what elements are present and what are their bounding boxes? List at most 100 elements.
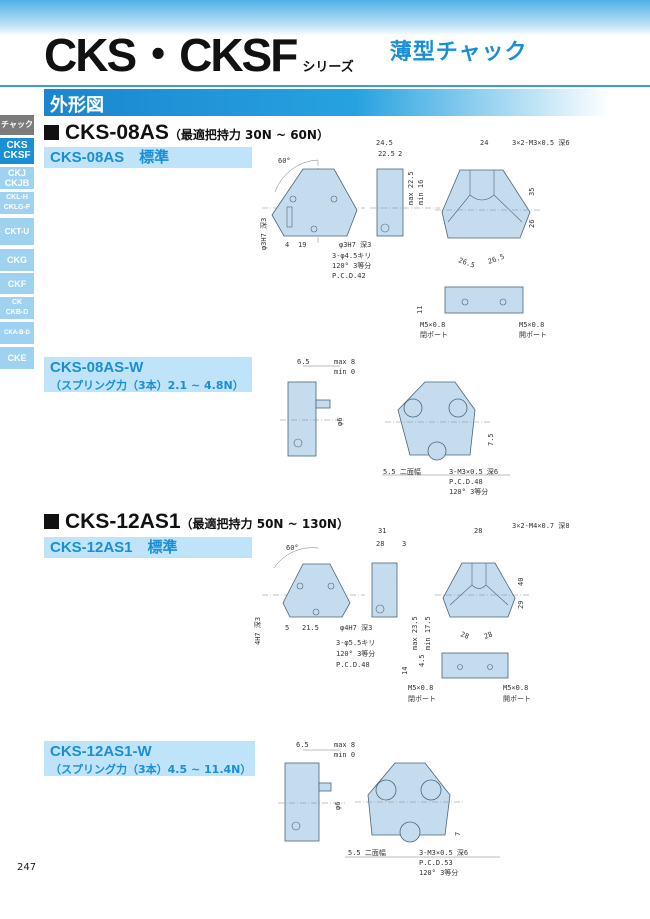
sidebar-item-label: CKT-U	[4, 226, 30, 236]
square-bullet-icon	[44, 125, 59, 140]
jaw-stub	[315, 399, 331, 409]
model-name: CKS-08AS	[65, 121, 169, 144]
dimension-label: 26.5	[457, 256, 476, 269]
mounting-hole	[312, 608, 320, 616]
variant-label: CKS-08AS 標準	[50, 149, 170, 166]
dimension-label: P.C.D.48	[449, 478, 483, 486]
dimension-label: φ4H7 深3	[340, 623, 372, 632]
spring-cap	[403, 398, 423, 418]
dimension-label: 28	[459, 630, 470, 640]
port-circle	[461, 298, 469, 306]
sidebar-item-ckf[interactable]: CKF	[0, 273, 34, 294]
sidebar-item-label: CKF	[7, 278, 27, 289]
sidebar-item-label: CKJ	[7, 168, 26, 178]
bottom-view-body	[441, 652, 509, 679]
sidebar-item-ckg[interactable]: CKG	[0, 249, 34, 271]
drawing-cks-12as1-w: 6.5 max 8 min 0 φ6 5.5 二面幅 3-M3×0.5 深6 P…	[278, 741, 500, 877]
spring-cap	[399, 821, 421, 843]
sidebar-item-cke[interactable]: CKE	[0, 347, 34, 369]
variant-note: （スプリング力（3本）2.1 ~ 4.8N）	[50, 379, 244, 392]
dimension-label: P.C.D.53	[419, 859, 453, 867]
dimension-label: 閉ポート	[420, 331, 448, 339]
dimension-label: 60°	[286, 544, 299, 552]
spring-cap	[420, 779, 442, 801]
top-view-body	[441, 169, 531, 239]
sidebar-item-chuck[interactable]: チャック	[0, 115, 34, 135]
front-view-plate	[271, 168, 358, 237]
spring-cap	[427, 441, 447, 461]
section-header: 外形図	[44, 89, 610, 116]
dimension-label: max 8	[334, 741, 355, 749]
dimension-label: 閉ポート	[408, 695, 436, 703]
dimension-label: 2	[398, 150, 402, 158]
dimension-label: 3-φ4.5キリ	[332, 252, 371, 260]
drawing-cks-08as: 24.5 22.5 2 60° φ3H7 深3 4 19 φ3H7 深3 3-φ…	[259, 138, 570, 339]
angle-arc	[274, 159, 319, 193]
jaw-grooves	[447, 170, 523, 223]
dimension-label: 開ポート	[503, 695, 531, 703]
dimension-label: 24	[480, 139, 488, 147]
variant-bar: CKS-08AS-W（スプリング力（3本）2.1 ~ 4.8N）	[44, 357, 252, 392]
pin-hole	[286, 206, 293, 228]
dimension-label: 60°	[278, 157, 291, 165]
model-name: CKS-12AS1	[65, 510, 181, 533]
sidebar-item-label: CKLG-F	[3, 204, 31, 211]
spring-cap	[448, 398, 468, 418]
dimension-label: 120° 3等分	[332, 261, 371, 270]
drawing-cks-08as-w: 6.5 max 8 min 0 φ6 7.5 5.5 二面幅 3-M3×0.5 …	[280, 358, 510, 496]
sidebar-item-label: CKE	[7, 353, 27, 363]
dimension-label: 5.5 二面幅	[348, 848, 386, 857]
variant-note: （スプリング力（3本）4.5 ~ 11.4N）	[50, 763, 252, 776]
port-circle	[457, 664, 463, 670]
dimension-label: 3	[402, 540, 406, 548]
sidebar-item-label: CKL-H	[6, 194, 28, 201]
sidebar-item-ckt[interactable]: CKT-U	[0, 218, 34, 245]
drawing-cks-12as1: 60° 5 21.5 φ4H7 深3 3-φ5.5キリ 120° 3等分 P.C…	[253, 521, 570, 703]
dimension-label: 3-M3×0.5 深6	[419, 848, 468, 857]
dimension-label: min 0	[334, 751, 355, 759]
dimension-label: 3-φ5.5キリ	[336, 639, 375, 647]
port-circle	[293, 438, 303, 448]
header-band	[0, 0, 650, 36]
sidebar-item-label: CKJB	[4, 178, 30, 188]
bottom-view-body	[444, 286, 524, 314]
mounting-hole	[289, 195, 297, 203]
sidebar-item-label: CKA-B-D	[4, 330, 30, 336]
dimension-label: P.C.D.42	[332, 272, 366, 280]
dimension-label: 28	[376, 540, 384, 548]
page-title: CKS・CKSF	[44, 29, 298, 81]
port-circle	[487, 664, 493, 670]
angle-arc	[273, 547, 319, 569]
sidebar-item-label: CKSF	[3, 150, 31, 161]
dimension-label: 7.5	[487, 433, 495, 446]
dimension-label: max 8	[334, 358, 355, 366]
dimension-label: 21.5	[302, 624, 319, 632]
dimension-label: 6.5	[296, 741, 309, 749]
variant-bar: CKS-08AS 標準	[44, 147, 252, 168]
sidebar-item-ckl[interactable]: CKL-H CKLG-F	[0, 192, 34, 214]
page-subtitle: 薄型チャック	[389, 40, 528, 65]
dimension-label: 40	[517, 578, 525, 586]
jaw-grooves	[449, 563, 509, 606]
dimension-label: 4	[285, 241, 289, 249]
sidebar-item-cka[interactable]: CKA-B-D	[0, 322, 34, 344]
sidebar-item-label: CKS	[6, 140, 28, 151]
dimension-label: 3×2-M3×0.5 深6	[512, 138, 570, 147]
dimension-label: 26.5	[487, 253, 506, 266]
series-label: シリーズ	[302, 60, 354, 75]
dimension-label: 28	[483, 630, 494, 640]
dimension-label: min 17.5	[424, 616, 432, 650]
dimension-label: 4H7 深3	[253, 617, 262, 645]
dimension-label: M5×0.8	[519, 321, 544, 329]
dimension-label: min 0	[334, 368, 355, 376]
square-bullet-icon	[44, 514, 59, 529]
mounting-hole	[310, 225, 318, 233]
top-view-body	[442, 562, 516, 618]
dimension-label: φ3H7 深3	[259, 218, 268, 250]
model-heading-cks-08as: CKS-08AS（最適把持力 30N ~ 60N）	[44, 121, 329, 145]
dimension-label: 開ポート	[519, 331, 547, 339]
